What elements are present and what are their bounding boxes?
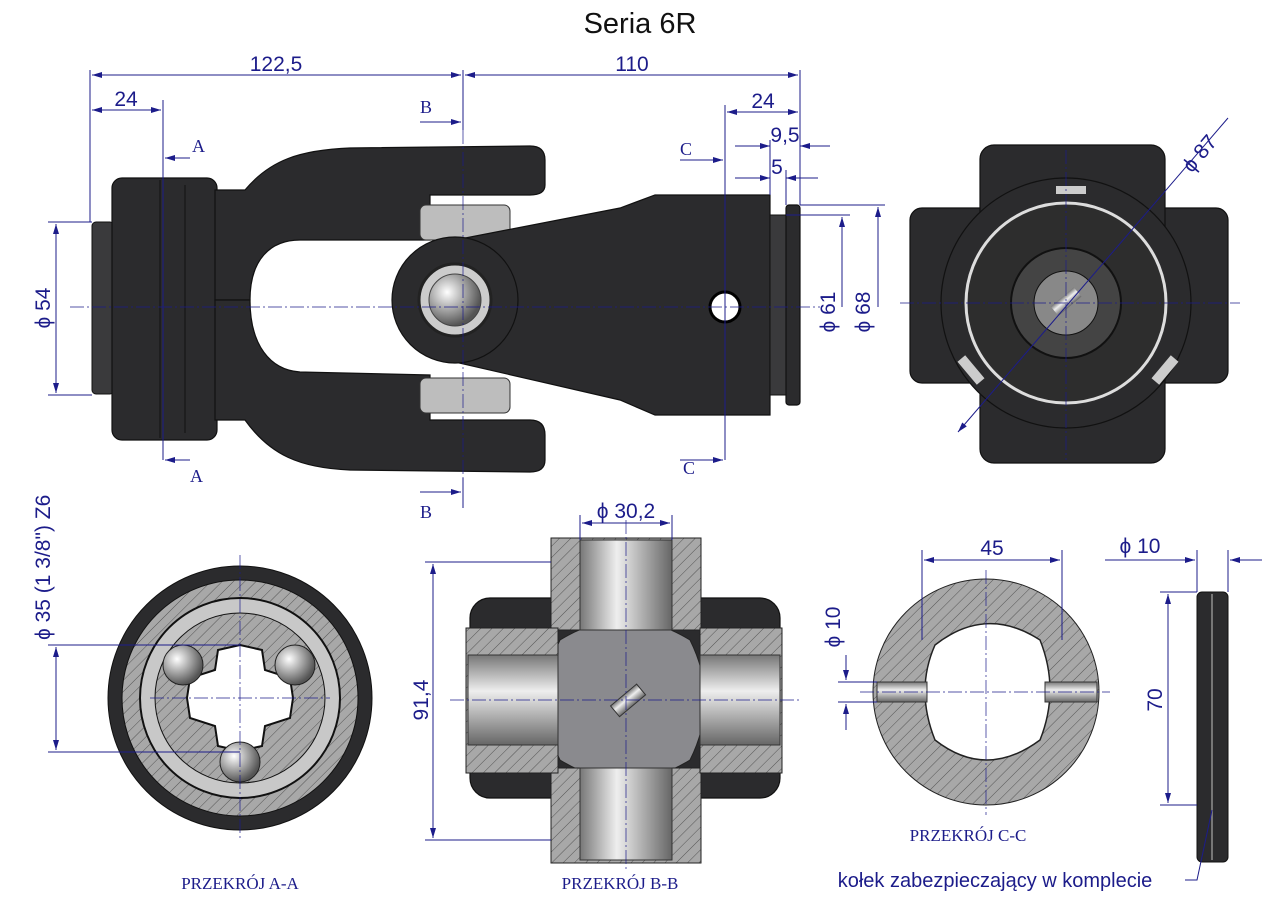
section-markers: A A B B C C bbox=[165, 97, 723, 522]
section-label-a-a: PRZEKRÓJ A-A bbox=[181, 874, 299, 893]
mark-c-top: C bbox=[680, 139, 692, 159]
mark-a-top: A bbox=[192, 136, 205, 156]
section-b-b bbox=[465, 537, 783, 864]
dim-9-5: 9,5 bbox=[770, 124, 799, 147]
dim-dia-54: ϕ 54 bbox=[32, 287, 55, 328]
mark-c-bottom: C bbox=[683, 458, 695, 478]
top-dimensions: 122,5 110 24 24 9,5 5 ϕ 54 ϕ 61 ϕ 68 bbox=[32, 53, 885, 460]
dim-dia-30-2: ϕ 30,2 bbox=[597, 500, 655, 523]
dim-122-5: 122,5 bbox=[250, 53, 303, 76]
mark-b-top: B bbox=[420, 97, 432, 117]
dim-91-4: 91,4 bbox=[410, 679, 433, 720]
dim-70: 70 bbox=[1144, 688, 1167, 711]
dim-dia-61: ϕ 61 bbox=[817, 292, 840, 333]
dim-dia-10-pin: ϕ 10 bbox=[1120, 535, 1161, 558]
drawing-title: Seria 6R bbox=[584, 8, 697, 40]
mark-a-bottom: A bbox=[190, 466, 203, 486]
dim-spline: ϕ 35 (1 3/8") Z6 bbox=[32, 495, 55, 640]
end-view bbox=[909, 144, 1229, 464]
spring-pin bbox=[1196, 591, 1229, 863]
mark-b-bottom: B bbox=[420, 502, 432, 522]
section-label-b-b: PRZEKRÓJ B-B bbox=[562, 874, 679, 893]
dim-5: 5 bbox=[771, 156, 783, 179]
dim-24-left: 24 bbox=[114, 88, 138, 111]
side-view-joint bbox=[91, 145, 801, 473]
dim-110: 110 bbox=[615, 53, 648, 76]
dim-dia-87: ϕ 87 bbox=[1178, 131, 1222, 177]
dim-24-right: 24 bbox=[751, 90, 775, 113]
pin-note: kołek zabezpieczający w komplecie bbox=[838, 870, 1153, 892]
dim-dia-10-cc: ϕ 10 bbox=[822, 607, 845, 648]
dim-dia-68: ϕ 68 bbox=[852, 292, 875, 333]
section-label-c-c: PRZEKRÓJ C-C bbox=[910, 826, 1027, 845]
dim-45: 45 bbox=[980, 537, 1003, 560]
